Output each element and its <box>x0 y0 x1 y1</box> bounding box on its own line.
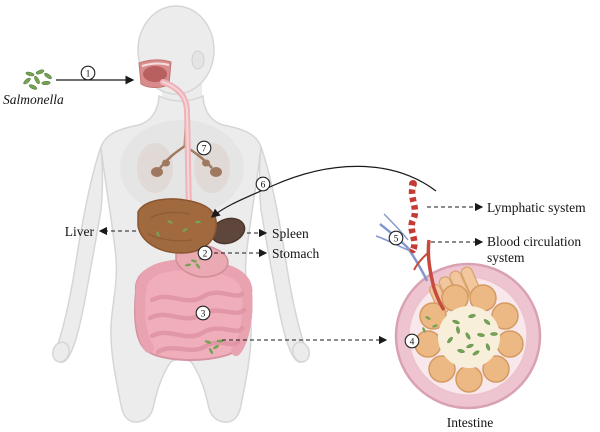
artery-icon <box>413 239 446 311</box>
vein-icon <box>375 213 429 282</box>
svg-text:1: 1 <box>86 70 91 80</box>
label-salmonella: Salmonella <box>3 92 64 107</box>
svg-text:4: 4 <box>410 338 415 348</box>
intestines-shape <box>134 259 253 361</box>
vessels <box>375 180 446 311</box>
svg-text:6: 6 <box>261 181 266 191</box>
salmonella-in-lumen <box>447 314 498 356</box>
esophagus <box>160 79 192 211</box>
step-6-badge: 6 <box>255 176 271 192</box>
svg-text:2: 2 <box>203 250 208 260</box>
label-spleen: Spleen <box>272 226 309 241</box>
salmonella-in-liver <box>156 220 201 237</box>
step-badges: 1 2 3 4 5 6 7 <box>80 65 420 349</box>
label-blood-circulation-line2: system <box>487 250 525 265</box>
organs <box>134 79 253 361</box>
arrow-intestine-to-liver-spleen <box>210 165 437 218</box>
left-arm <box>55 146 104 363</box>
label-blood-circulation-line1: Blood circulation <box>487 234 581 249</box>
step-5-badge: 5 <box>388 230 404 246</box>
label-intestine: Intestine <box>447 415 494 430</box>
svg-text:7: 7 <box>202 145 207 155</box>
salmonella-in-stomach <box>184 256 205 269</box>
step-1-badge: 1 <box>80 65 96 81</box>
svg-text:5: 5 <box>394 235 399 245</box>
svg-text:3: 3 <box>201 310 206 320</box>
intestine-cross-section <box>394 262 542 410</box>
label-stomach: Stomach <box>272 246 319 261</box>
label-liver: Liver <box>65 224 95 239</box>
salmonella-crossing-wall <box>422 316 438 333</box>
chest-shading <box>120 120 244 216</box>
step-2-badge: 2 <box>197 245 213 261</box>
liver-shape <box>137 198 218 254</box>
teeth <box>141 62 170 67</box>
lymph-vessel-icon <box>408 180 419 254</box>
step-4-badge: 4 <box>404 333 420 349</box>
step-7-badge: 7 <box>196 140 212 156</box>
oral-cavity <box>143 66 167 82</box>
arrows <box>56 75 484 345</box>
step-3-badge: 3 <box>195 305 211 321</box>
salmonella-cluster-icon <box>23 69 52 90</box>
villi-ring <box>414 284 524 393</box>
ear <box>191 50 205 70</box>
right-hand <box>292 341 310 363</box>
salmonella-in-intestine <box>204 339 224 355</box>
left-hand <box>52 341 70 363</box>
text-labels: Salmonella Liver Spleen Stomach Lymphati… <box>3 92 586 430</box>
label-lymphatic-system: Lymphatic system <box>487 200 586 215</box>
